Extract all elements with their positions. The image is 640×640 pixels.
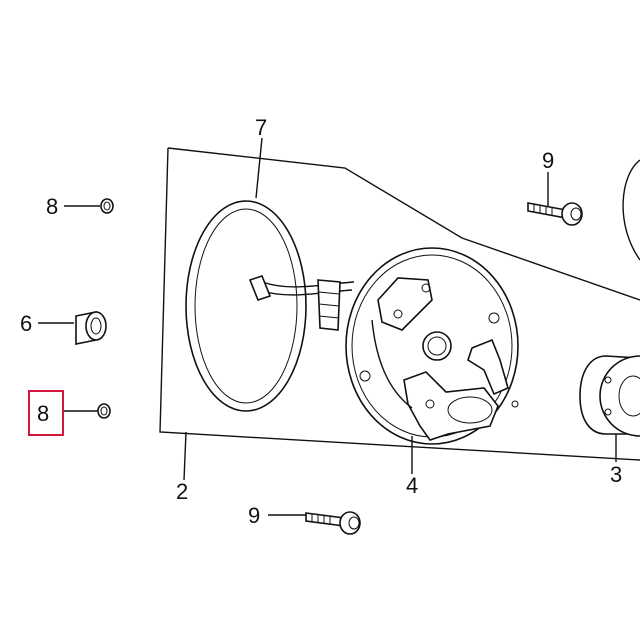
callout-9-top[interactable]: 9: [542, 148, 554, 173]
callout-3[interactable]: 3: [610, 462, 622, 487]
callout-9-bottom[interactable]: 9: [248, 503, 260, 528]
cover-edge: [622, 159, 640, 261]
callout-8-top[interactable]: 8: [46, 194, 58, 219]
stator-plate-part[interactable]: [248, 247, 519, 445]
callout-8-selected[interactable]: 8: [37, 401, 49, 426]
selected-callout-highlight: [28, 390, 64, 436]
leader-lines: [38, 137, 617, 516]
bolt-part-bottom[interactable]: [305, 511, 361, 535]
callout-7[interactable]: 7: [255, 115, 267, 140]
bolt-part-top[interactable]: [527, 202, 583, 226]
housing-panel: [159, 147, 640, 461]
o-ring-part[interactable]: [185, 200, 307, 412]
callout-6[interactable]: 6: [20, 311, 32, 336]
bushing-part[interactable]: [75, 311, 107, 345]
callout-4[interactable]: 4: [406, 473, 418, 498]
washer-part-top[interactable]: [100, 198, 114, 214]
rotor-part[interactable]: [579, 355, 640, 437]
callout-2[interactable]: 2: [176, 479, 188, 504]
washer-part-bottom[interactable]: [97, 403, 111, 419]
